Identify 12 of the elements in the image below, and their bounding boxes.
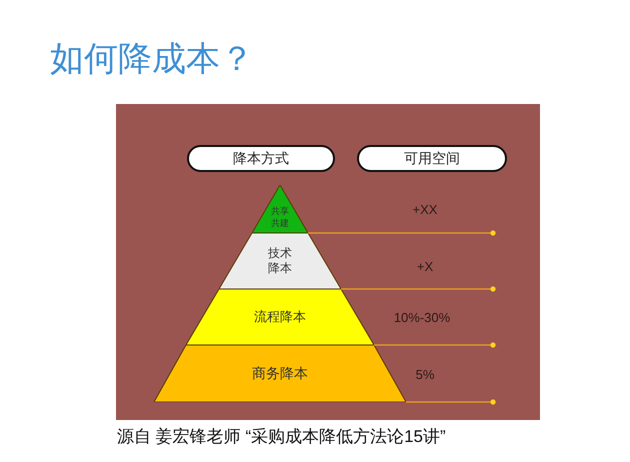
slide-title: 如何降成本？ — [50, 39, 254, 80]
source-caption: 源自 姜宏锋老师 “采购成本降低方法论15讲” — [117, 426, 446, 448]
header-pill: 可用空间 — [357, 145, 507, 172]
pyramid-layer: 共享共建 — [252, 185, 308, 233]
value-label: +XX — [412, 202, 438, 217]
header-pill: 降本方式 — [187, 145, 335, 172]
value-label: 5% — [416, 367, 434, 382]
pyramid-layer: 商务降本 — [154, 345, 406, 402]
value-label: 10%-30% — [394, 310, 450, 325]
pyramid-layer: 技术降本 — [219, 233, 341, 289]
pyramid-layer: 流程降本 — [186, 289, 374, 345]
value-label: +X — [416, 259, 434, 274]
